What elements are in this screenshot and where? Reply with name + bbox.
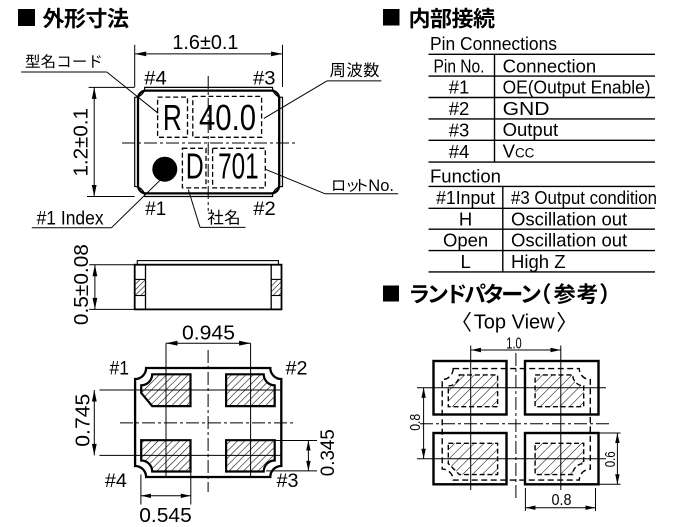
svg-text:#3: #3 <box>277 470 299 492</box>
svg-text:0.5±0.08: 0.5±0.08 <box>71 244 93 325</box>
svg-text:Oscillation out: Oscillation out <box>511 230 627 251</box>
svg-text:#4: #4 <box>105 470 127 492</box>
svg-text:#2: #2 <box>449 98 470 119</box>
svg-text:Oscillation out: Oscillation out <box>511 208 627 229</box>
svg-text:0.345: 0.345 <box>317 429 339 476</box>
svg-text:1.2±0.1: 1.2±0.1 <box>71 108 93 177</box>
svg-text:#2: #2 <box>253 198 275 220</box>
svg-text:#4: #4 <box>449 141 470 162</box>
svg-text:0.6: 0.6 <box>602 451 619 467</box>
svg-text:No.: No. <box>368 177 394 195</box>
svg-text:1.6±0.1: 1.6±0.1 <box>172 31 238 54</box>
svg-text:High Z: High Z <box>511 251 566 272</box>
svg-text:#1: #1 <box>145 198 166 220</box>
svg-text:0.8: 0.8 <box>407 414 424 431</box>
svg-text:#4: #4 <box>144 67 167 89</box>
svg-text:1.0: 1.0 <box>506 335 522 352</box>
svg-text:0.745: 0.745 <box>73 394 95 447</box>
svg-text:Pin Connections: Pin Connections <box>430 33 557 54</box>
svg-text:OE(Output Enable): OE(Output Enable) <box>503 76 651 97</box>
svg-text:40.0: 40.0 <box>199 97 256 138</box>
svg-text:#3: #3 <box>253 67 276 89</box>
svg-text:D: D <box>186 146 204 187</box>
svg-text:#3 Output condition: #3 Output condition <box>511 187 657 208</box>
svg-text:#1 Index: #1 Index <box>37 207 104 229</box>
svg-text:Top View: Top View <box>474 312 555 334</box>
svg-text:GND: GND <box>503 98 550 119</box>
svg-text:#1: #1 <box>449 76 470 97</box>
svg-text:#1: #1 <box>110 358 130 380</box>
svg-text:Connection: Connection <box>503 56 597 77</box>
svg-text:Output: Output <box>503 119 559 140</box>
svg-text:0.8: 0.8 <box>552 492 572 509</box>
svg-text:#2: #2 <box>286 358 308 380</box>
svg-text:#3: #3 <box>449 119 470 140</box>
svg-text:701: 701 <box>218 146 259 187</box>
svg-text:VCC: VCC <box>503 141 535 162</box>
svg-text:Pin No.: Pin No. <box>434 56 485 77</box>
svg-text:0.545: 0.545 <box>139 505 192 527</box>
svg-text:Open: Open <box>443 230 488 251</box>
svg-text:#1Input: #1Input <box>436 187 495 208</box>
svg-text:L: L <box>460 251 470 272</box>
svg-text:H: H <box>459 208 472 229</box>
svg-text:R: R <box>163 97 182 138</box>
svg-text:Function: Function <box>430 166 501 187</box>
svg-text:0.945: 0.945 <box>182 322 235 344</box>
